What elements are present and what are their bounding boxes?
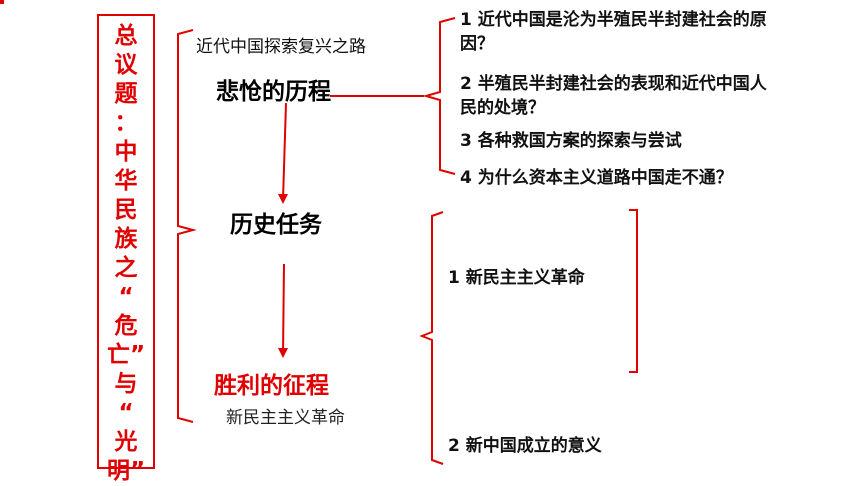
question-2-line2: 民的处境？ (460, 98, 545, 118)
question-3: 3 各种救国方案的探索与尝试 (460, 129, 682, 153)
question-4: 4 为什么资本主义道路中国走不通？ (460, 166, 733, 190)
question-1: 1 近代中国是沦为半殖民半封建社会的原 因？ (460, 8, 767, 56)
question-4-line1: 4 为什么资本主义道路中国走不通？ (460, 168, 733, 188)
arrow-1-shaft (282, 102, 287, 201)
topic1-sub-brace (629, 209, 638, 373)
topic-new-china-significance: 2 新中国成立的意义 (448, 436, 602, 456)
question-2: 2 半殖民半封建社会的表现和近代中国人 民的处境？ (460, 72, 767, 120)
question-brace (422, 17, 456, 175)
main-topic-title: 总 议 题 ： 中 华 民 族 之 “ 危 亡” 与 “ 光 明” (106, 23, 146, 484)
stage-historical-task: 历史任务 (230, 212, 322, 238)
arrow-2-shaft (282, 263, 285, 355)
arrow-2-head (278, 348, 288, 358)
route-subtitle: 近代中国探索复兴之路 (196, 37, 366, 57)
topic-brace (419, 211, 444, 465)
stage-painful-journey: 悲怆的历程 (216, 79, 331, 105)
topic-new-democratic-revolution: 1 新民主主义革命 (448, 268, 585, 288)
question-2-line1: 2 半殖民半封建社会的表现和近代中国人 (460, 74, 767, 94)
stage-victorious-march: 胜利的征程 (214, 373, 329, 399)
arrow-1-head (278, 194, 288, 204)
main-brace (177, 29, 197, 423)
question-1-line1: 1 近代中国是沦为半殖民半封建社会的原 (460, 10, 767, 30)
main-topic-box: 总 议 题 ： 中 华 民 族 之 “ 危 亡” 与 “ 光 明” (97, 14, 155, 484)
question-3-line1: 3 各种救国方案的探索与尝试 (460, 131, 682, 151)
question-1-line2: 因？ (460, 34, 494, 54)
top-accent-bar (0, 0, 4, 4)
stage-answer-text: 新民主主义革命 (226, 408, 345, 428)
